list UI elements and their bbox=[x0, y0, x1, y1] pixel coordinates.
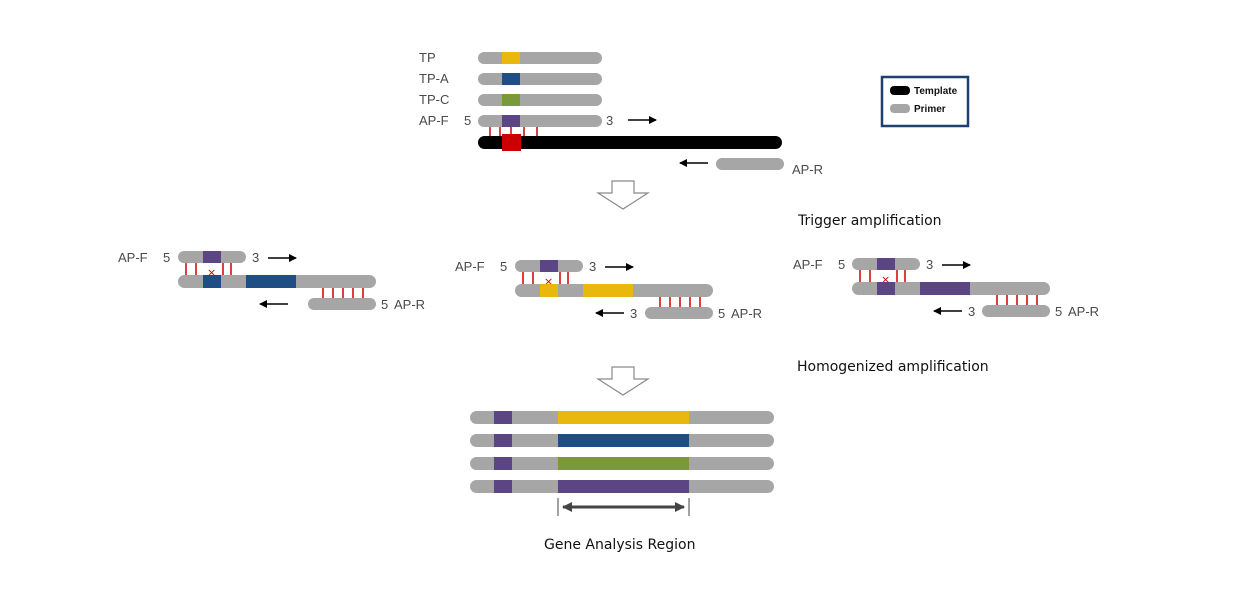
panel-tp-a: AP-F 5 3 × 5 AP-R bbox=[118, 250, 425, 312]
label-five-prime: 5 bbox=[464, 113, 471, 128]
panel2-label-ap-f: AP-F bbox=[455, 259, 485, 274]
product-tag-3 bbox=[494, 457, 512, 470]
tp-primer-bar bbox=[478, 52, 602, 64]
product-tag-2 bbox=[494, 434, 512, 447]
label-ap-f: AP-F bbox=[419, 113, 449, 128]
panel1-insert bbox=[246, 275, 296, 288]
panel2-label-three: 3 bbox=[589, 259, 596, 274]
tp-tag bbox=[502, 52, 520, 64]
mutation-site bbox=[502, 134, 521, 151]
panel3-ticks-r bbox=[996, 295, 1038, 305]
label-three-prime: 3 bbox=[606, 113, 613, 128]
down-arrow-icon bbox=[595, 180, 651, 210]
panel2-site bbox=[540, 284, 558, 297]
panel2-ticks-r bbox=[659, 297, 701, 307]
label-ap-r: AP-R bbox=[792, 162, 823, 177]
panel1-label-five-r: 5 bbox=[381, 297, 388, 312]
ap-f-tag bbox=[502, 115, 520, 127]
tp-a-primer-bar bbox=[478, 73, 602, 85]
amplified-products bbox=[470, 411, 774, 493]
product-insert-3 bbox=[558, 457, 689, 470]
panel3-mismatch-icon: × bbox=[881, 273, 890, 286]
panel1-ap-tag bbox=[203, 251, 221, 263]
panel1-ticks-r bbox=[322, 288, 364, 298]
panel2-label-three-r: 3 bbox=[630, 306, 637, 321]
product-insert-1 bbox=[558, 411, 689, 424]
panel1-label-five: 5 bbox=[163, 250, 170, 265]
ap-r-primer-bar bbox=[716, 158, 784, 170]
panel2-label-five-r: 5 bbox=[718, 306, 725, 321]
panel3-label-three: 3 bbox=[926, 257, 933, 272]
ap-f-primer-bar bbox=[478, 115, 602, 127]
panel2-label-five: 5 bbox=[500, 259, 507, 274]
panel3-label-ap-f: AP-F bbox=[793, 257, 823, 272]
product-insert-2 bbox=[558, 434, 689, 447]
tp-c-tag bbox=[502, 94, 520, 106]
panel3-label-five-r: 5 bbox=[1055, 304, 1062, 319]
panel1-mismatch-icon: × bbox=[207, 266, 216, 279]
panel-ap: AP-F 5 3 × 3 5 AP-R bbox=[793, 257, 1099, 319]
top-section: TP TP-A TP-C AP-F 5 3 AP-R bbox=[419, 50, 823, 177]
panel3-ticks bbox=[859, 270, 906, 282]
panel2-label-ap-r: AP-R bbox=[731, 306, 762, 321]
product-tag-4 bbox=[494, 480, 512, 493]
panel1-ticks bbox=[185, 263, 232, 275]
panel2-insert bbox=[583, 284, 633, 297]
panel1-ap-r-primer bbox=[308, 298, 376, 310]
product-tag-1 bbox=[494, 411, 512, 424]
panel1-site bbox=[203, 275, 221, 288]
panel3-label-ap-r: AP-R bbox=[1068, 304, 1099, 319]
caption-gene-region: Gene Analysis Region bbox=[544, 537, 695, 553]
panel-tp: AP-F 5 3 × 3 5 AP-R bbox=[455, 259, 762, 321]
gene-analysis-bracket bbox=[557, 498, 690, 516]
down-arrow-icon-2 bbox=[595, 366, 651, 396]
panel2-ticks bbox=[522, 272, 569, 284]
legend: Template Primer bbox=[880, 75, 970, 128]
label-tp-a: TP-A bbox=[419, 71, 449, 86]
panel3-label-five: 5 bbox=[838, 257, 845, 272]
panel2-ap-r-primer bbox=[645, 307, 713, 319]
tp-c-primer-bar bbox=[478, 94, 602, 106]
legend-box bbox=[880, 75, 970, 128]
panel3-label-three-r: 3 bbox=[968, 304, 975, 319]
template-strand bbox=[478, 136, 782, 149]
label-tp-c: TP-C bbox=[419, 92, 449, 107]
legend-primer-swatch bbox=[890, 104, 910, 113]
panel1-label-ap-f: AP-F bbox=[118, 250, 148, 265]
legend-primer-label: Primer bbox=[914, 104, 946, 115]
hybridization-ticks bbox=[489, 127, 538, 137]
panel1-label-three: 3 bbox=[252, 250, 259, 265]
caption-trigger: Trigger amplification bbox=[797, 213, 942, 229]
panel3-insert bbox=[920, 282, 970, 295]
caption-homogenized: Homogenized amplification bbox=[797, 359, 989, 375]
panel3-ap-tag bbox=[877, 258, 895, 270]
panel2-mismatch-icon: × bbox=[544, 275, 553, 288]
panel1-label-ap-r: AP-R bbox=[394, 297, 425, 312]
label-tp: TP bbox=[419, 50, 436, 65]
legend-template-label: Template bbox=[914, 86, 958, 97]
product-insert-4 bbox=[558, 480, 689, 493]
panel3-ap-r-primer bbox=[982, 305, 1050, 317]
tp-a-tag bbox=[502, 73, 520, 85]
panel3-site bbox=[877, 282, 895, 295]
panel2-ap-tag bbox=[540, 260, 558, 272]
legend-template-swatch bbox=[890, 86, 910, 95]
